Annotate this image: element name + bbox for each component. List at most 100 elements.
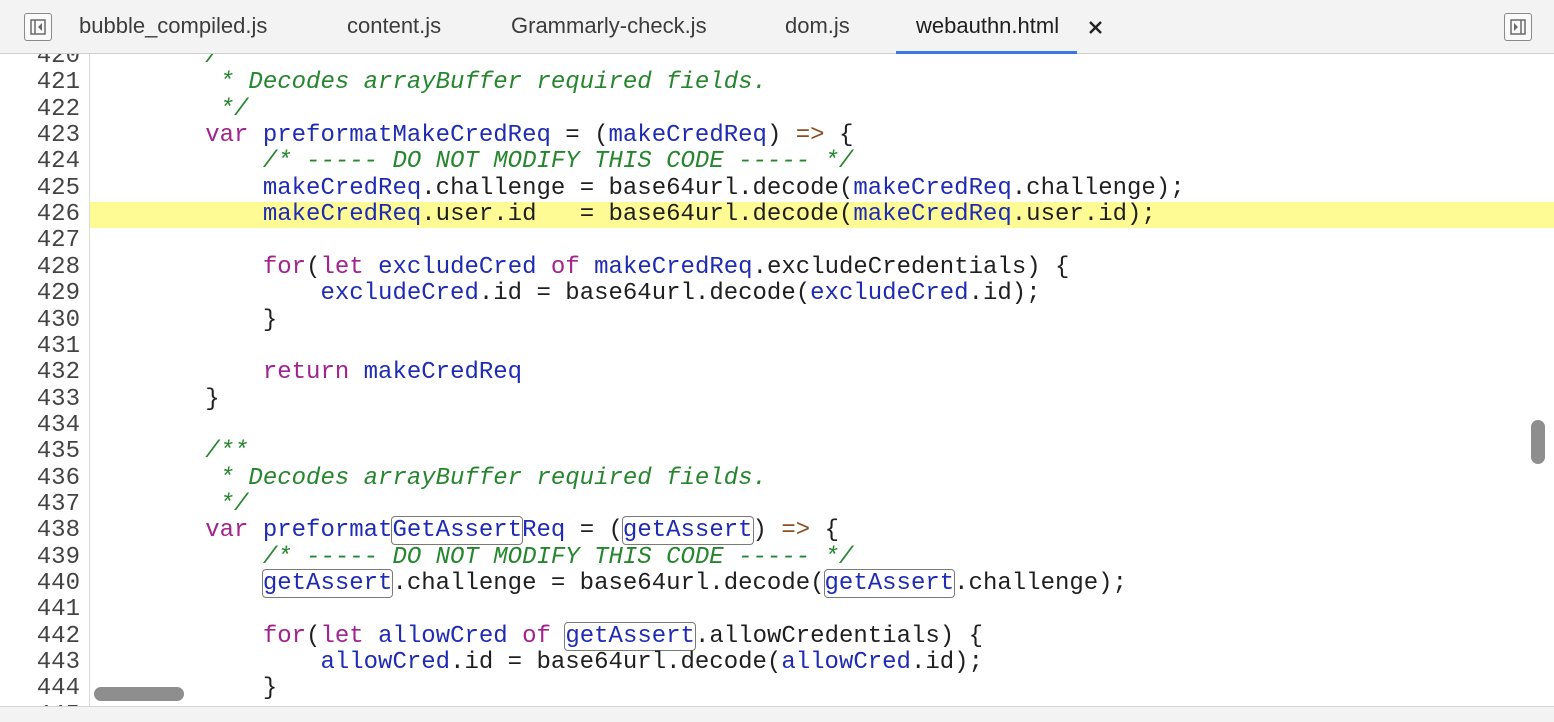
code-token: for: [262, 253, 307, 281]
code-text[interactable]: }: [90, 307, 1554, 334]
code-line[interactable]: 431: [0, 332, 1554, 360]
code-text[interactable]: [90, 334, 1554, 360]
search-match-token: GetAssert: [391, 516, 524, 546]
code-text[interactable]: excludeCred.id = base64url.decode(exclud…: [90, 281, 1554, 307]
code-text[interactable]: getAssert.challenge = base64url.decode(g…: [90, 569, 1554, 598]
code-line[interactable]: 444 }: [0, 676, 1554, 702]
code-line[interactable]: 438 var preformatGetAssertReq = (getAsse…: [0, 516, 1554, 546]
tab-webauthn[interactable]: webauthn.html: [895, 0, 1078, 54]
tab-content[interactable]: content.js: [347, 0, 441, 54]
tab-grammarly-check[interactable]: Grammarly-check.js: [511, 0, 707, 54]
line-number[interactable]: 422: [36, 95, 80, 123]
code-text[interactable]: */: [90, 491, 1554, 518]
code-text[interactable]: /**: [90, 439, 1554, 465]
line-number[interactable]: 437: [36, 490, 80, 518]
code-line[interactable]: 437 */: [0, 490, 1554, 518]
code-text[interactable]: /* ----- DO NOT MODIFY THIS CODE ----- *…: [90, 544, 1554, 571]
code-line[interactable]: 422 */: [0, 95, 1554, 123]
vertical-scrollbar[interactable]: [1531, 420, 1545, 464]
sidebar-left-toggle-icon[interactable]: [24, 13, 52, 41]
line-number[interactable]: 425: [36, 174, 80, 202]
line-number[interactable]: 426: [36, 201, 80, 229]
line-number[interactable]: 439: [36, 543, 80, 571]
code-text[interactable]: /**: [90, 54, 1554, 70]
horizontal-scrollbar[interactable]: [94, 687, 184, 701]
code-text[interactable]: * Decodes arrayBuffer required fields.: [90, 70, 1554, 96]
code-text[interactable]: }: [90, 386, 1554, 413]
code-token: allowCred: [378, 622, 508, 650]
code-token: [248, 517, 262, 544]
code-text[interactable]: [90, 413, 1554, 439]
line-number[interactable]: 438: [36, 517, 80, 545]
line-number[interactable]: 424: [36, 148, 80, 176]
code-text[interactable]: makeCredReq.user.id = base64url.decode(m…: [90, 201, 1554, 229]
line-number[interactable]: 428: [36, 253, 80, 281]
line-number[interactable]: 421: [36, 69, 80, 97]
code-line[interactable]: 421 * Decodes arrayBuffer required field…: [0, 70, 1554, 96]
code-text[interactable]: * Decodes arrayBuffer required fields.: [90, 465, 1554, 492]
code-text[interactable]: */: [90, 96, 1554, 123]
code-token: makeCredReq: [262, 174, 422, 202]
line-number[interactable]: 430: [36, 306, 80, 334]
code-line[interactable]: 435 /**: [0, 439, 1554, 465]
code-text[interactable]: allowCred.id = base64url.decode(allowCre…: [90, 650, 1554, 676]
code-line[interactable]: 439 /* ----- DO NOT MODIFY THIS CODE ---…: [0, 543, 1554, 571]
code-text[interactable]: /* ----- DO NOT MODIFY THIS CODE ----- *…: [90, 149, 1554, 175]
close-icon[interactable]: [1086, 16, 1106, 38]
code-text[interactable]: [90, 228, 1554, 254]
code-line[interactable]: 429 excludeCred.id = base64url.decode(ex…: [0, 281, 1554, 307]
code-line[interactable]: 430 }: [0, 306, 1554, 334]
code-text[interactable]: [90, 597, 1554, 623]
code-token: [90, 517, 205, 544]
code-line[interactable]: 442 for(let allowCred of getAssert.allow…: [0, 621, 1554, 651]
code-line[interactable]: 443 allowCred.id = base64url.decode(allo…: [0, 650, 1554, 676]
code-token: .challenge);: [1011, 174, 1185, 202]
line-number[interactable]: 441: [36, 596, 80, 624]
line-number[interactable]: 444: [36, 675, 80, 703]
code-token: /**: [90, 54, 249, 70]
line-number[interactable]: 440: [36, 570, 80, 597]
code-text[interactable]: for(let allowCred of getAssert.allowCred…: [90, 621, 1554, 651]
line-number[interactable]: 427: [36, 227, 80, 255]
code-token: (: [306, 622, 321, 650]
code-line[interactable]: 427: [0, 228, 1554, 254]
code-text[interactable]: var preformatMakeCredReq = (makeCredReq)…: [90, 123, 1554, 149]
code-line[interactable]: 428 for(let excludeCred of makeCredReq.e…: [0, 253, 1554, 281]
line-number[interactable]: 435: [36, 438, 80, 466]
code-line[interactable]: 436 * Decodes arrayBuffer required field…: [0, 464, 1554, 492]
line-number[interactable]: 432: [36, 359, 80, 387]
code-text[interactable]: }: [90, 676, 1554, 702]
code-line[interactable]: 434: [0, 411, 1554, 439]
code-line[interactable]: 420 /**: [0, 54, 1554, 70]
line-number[interactable]: 429: [36, 280, 80, 308]
code-line[interactable]: 440 getAssert.challenge = base64url.deco…: [0, 569, 1554, 598]
code-line[interactable]: 441: [0, 597, 1554, 623]
line-number[interactable]: 434: [36, 411, 80, 439]
line-number[interactable]: 420: [36, 54, 80, 70]
code-text[interactable]: for(let excludeCred of makeCredReq.exclu…: [90, 253, 1554, 281]
line-number[interactable]: 442: [36, 622, 80, 650]
code-token: [580, 254, 594, 281]
code-line[interactable]: 424 /* ----- DO NOT MODIFY THIS CODE ---…: [0, 149, 1554, 175]
code-text[interactable]: return makeCredReq: [90, 360, 1554, 386]
line-number[interactable]: 433: [36, 385, 80, 413]
code-text[interactable]: makeCredReq.challenge = base64url.decode…: [90, 174, 1554, 202]
code-token: makeCredReq: [262, 201, 422, 229]
sidebar-right-toggle-icon[interactable]: [1504, 13, 1532, 41]
code-line[interactable]: 423 var preformatMakeCredReq = (makeCred…: [0, 123, 1554, 149]
code-line[interactable]: 433 }: [0, 385, 1554, 413]
tab-bubble-compiled[interactable]: bubble_compiled.js: [79, 0, 267, 54]
code-text[interactable]: var preformatGetAssertReq = (getAssert) …: [90, 516, 1554, 546]
code-line[interactable]: 425 makeCredReq.challenge = base64url.de…: [0, 174, 1554, 202]
code-line[interactable]: 432 return makeCredReq: [0, 360, 1554, 386]
line-number[interactable]: 443: [36, 649, 80, 677]
line-number[interactable]: 423: [36, 122, 80, 150]
code-token: [90, 359, 263, 386]
code-editor[interactable]: 420 /**421 * Decodes arrayBuffer require…: [0, 54, 1554, 722]
code-token: ): [752, 517, 782, 545]
line-number[interactable]: 436: [36, 464, 80, 492]
code-line[interactable]: 426 makeCredReq.user.id = base64url.deco…: [0, 201, 1554, 229]
tab-dom[interactable]: dom.js: [785, 0, 850, 54]
code-token: .challenge = base64url.decode(: [421, 174, 854, 202]
line-number[interactable]: 431: [36, 332, 80, 360]
